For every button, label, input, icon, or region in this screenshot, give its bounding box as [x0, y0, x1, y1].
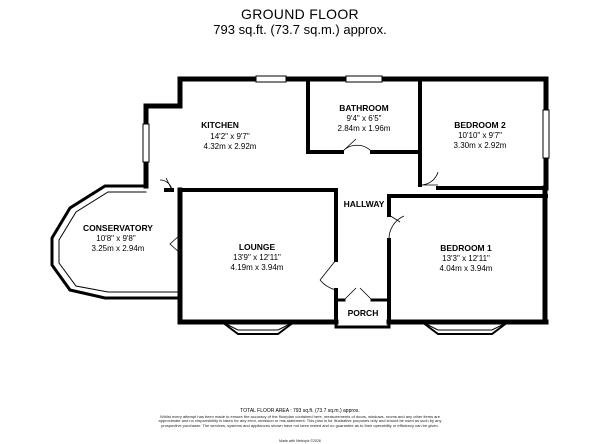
- kitchen-label: KITCHEN: [201, 120, 239, 130]
- bathroom-label: BATHROOM: [339, 103, 388, 113]
- bedroom2-metric: 3.30m x 2.92m: [454, 141, 507, 150]
- bedroom2-imperial: 10'10" x 9'7": [458, 131, 502, 140]
- plan-walls: [50, 76, 549, 329]
- kitchen-metric: 4.32m x 2.92m: [204, 142, 257, 151]
- kitchen-imperial: 14'2" x 9'7": [210, 132, 250, 141]
- footer-disclaimer: Whilst every attempt has been made to en…: [158, 414, 442, 428]
- conservatory-metric: 3.25m x 2.94m: [92, 244, 145, 253]
- bedroom1-label: BEDROOM 1: [440, 243, 492, 253]
- bedroom2-label: BEDROOM 2: [454, 120, 506, 130]
- conservatory-label: CONSERVATORY: [83, 223, 153, 233]
- hallway-label: HALLWAY: [344, 199, 385, 209]
- lounge-label: LOUNGE: [239, 242, 276, 252]
- porch-label: PORCH: [348, 308, 379, 318]
- lounge-imperial: 13'9" x 12'11": [233, 253, 281, 262]
- plan-title: GROUND FLOOR: [241, 6, 359, 22]
- plan-doors: [159, 138, 439, 301]
- plan-windows: [142, 75, 550, 335]
- footer-credit: Made with Metropix ©2026: [279, 439, 321, 443]
- conservatory-imperial: 10'8" x 9'8": [96, 234, 136, 243]
- lounge-metric: 4.19m x 3.94m: [231, 263, 284, 272]
- bathroom-imperial: 9'4" x 6'5": [347, 114, 382, 123]
- plan-total-area: 793 sq.ft. (73.7 sq.m.) approx.: [213, 22, 387, 37]
- bedroom1-metric: 4.04m x 3.94m: [440, 264, 493, 273]
- footer-total-area: TOTAL FLOOR AREA : 793 sq.ft. (73.7 sq.m…: [240, 408, 360, 414]
- bedroom1-imperial: 13'3" x 12'11": [442, 254, 490, 263]
- bathroom-metric: 2.84m x 1.96m: [338, 124, 391, 133]
